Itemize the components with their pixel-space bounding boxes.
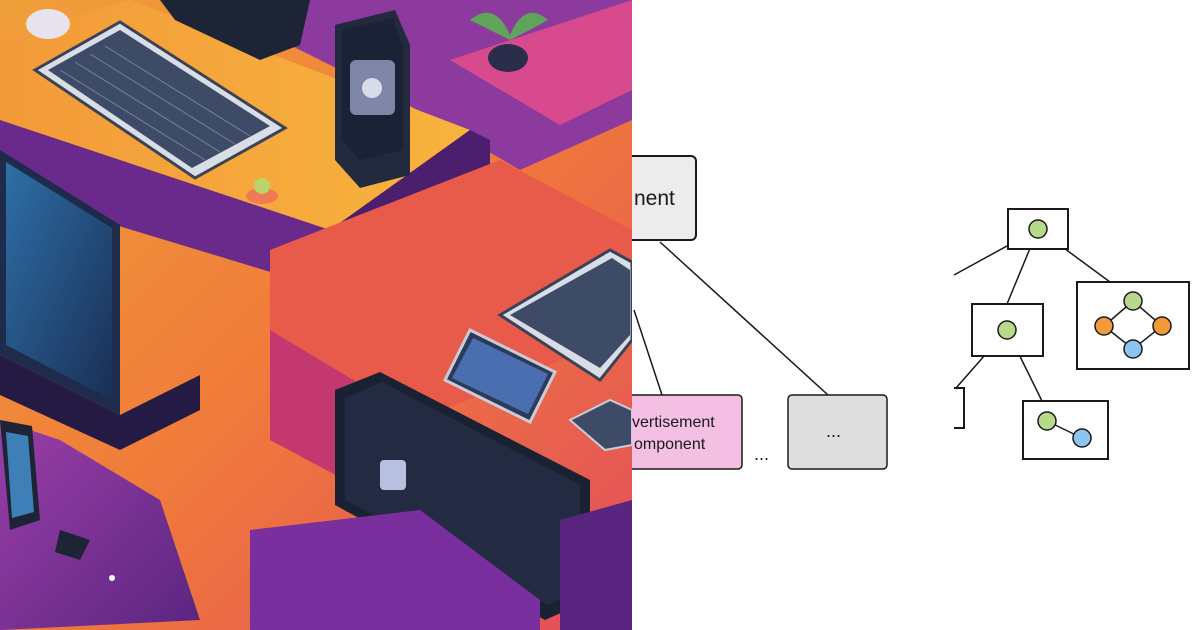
edge-root-to-more	[659, 241, 829, 396]
component-tree-diagram: nent vertisement omponent ... ...	[632, 0, 1200, 630]
more-components-box	[787, 394, 888, 470]
advertisement-component-box	[632, 394, 743, 470]
more-components-label: ...	[826, 421, 841, 441]
cycle-top-dot	[1123, 291, 1143, 311]
mouse	[26, 9, 70, 39]
tree-root-dot	[1028, 219, 1048, 239]
root-component-label: nent	[634, 187, 675, 210]
ad-label-line1: vertisement	[632, 414, 715, 431]
tree-root-node	[1007, 208, 1069, 250]
monitor-stand	[160, 0, 310, 60]
cycle-left-dot	[1094, 316, 1114, 336]
desk-front	[0, 120, 330, 290]
pair-blue-dot	[1072, 428, 1092, 448]
siblings-ellipsis: ...	[754, 444, 769, 464]
isometric-workspace-illustration	[0, 0, 632, 630]
top-platform	[0, 0, 632, 170]
cycle-right-dot	[1152, 316, 1172, 336]
small-plant	[246, 188, 278, 204]
root-component-box	[632, 155, 697, 241]
tree-child-dot	[997, 320, 1017, 340]
ad-label-line2: omponent	[634, 436, 706, 453]
edge-root-to-ad	[633, 309, 663, 396]
pair-green-dot	[1037, 411, 1057, 431]
potted-plant	[488, 44, 528, 72]
cycle-bottom-dot	[1123, 339, 1143, 359]
